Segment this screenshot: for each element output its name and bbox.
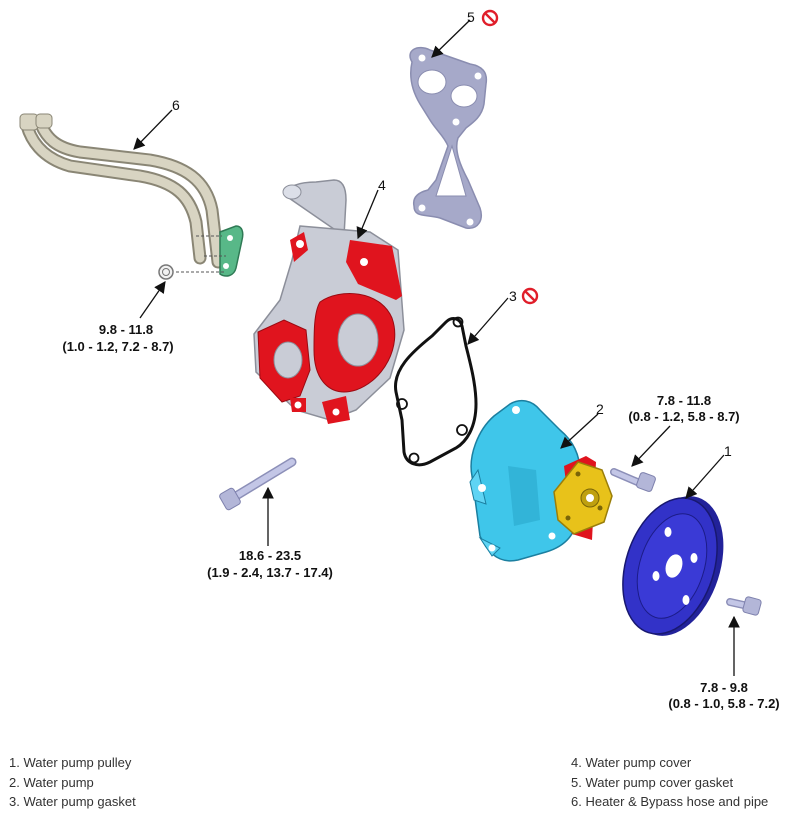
torque-cover-bolt-line1: 18.6 - 23.5 <box>239 548 301 563</box>
pulley-bolt <box>726 596 762 616</box>
pump-bolt <box>610 468 656 492</box>
exploded-diagram: 5 6 9.8 - 11.8 (1.0 - 1.2, 7.2 - 8.7) <box>19 9 780 711</box>
legend-item: 5. Water pump cover gasket <box>571 774 734 790</box>
callout-2: 2 <box>596 401 604 417</box>
leader-line-3 <box>467 297 509 345</box>
torque-pulley-bolt-line1: 7.8 - 9.8 <box>700 680 748 695</box>
leader-line-1 <box>685 454 725 499</box>
legend-item: 3. Water pump gasket <box>9 794 136 809</box>
torque-pipe-nut-line2: (1.0 - 1.2, 7.2 - 8.7) <box>62 339 173 354</box>
legend-item: 6. Heater & Bypass hose and pipe <box>571 794 769 809</box>
legend-right: 4. Water pump cover 5. Water pump cover … <box>571 753 768 812</box>
legend-left: 1. Water pump pulley 2. Water pump 3. Wa… <box>9 753 136 812</box>
leader-line-pipe-nut <box>139 281 166 319</box>
callout-1: 1 <box>724 443 732 459</box>
no-reuse-icon <box>521 287 539 305</box>
torque-pump-bolt-line1: 7.8 - 11.8 <box>657 393 711 408</box>
callout-4: 4 <box>378 177 386 193</box>
water-pump <box>469 399 613 562</box>
callout-5: 5 <box>467 9 475 25</box>
leader-line-2 <box>560 413 599 449</box>
callout-3: 3 <box>509 288 517 304</box>
heater-bypass-pipe <box>19 113 244 280</box>
legend-item: 4. Water pump cover <box>571 755 692 770</box>
water-pump-cover <box>253 179 405 424</box>
leader-line-6 <box>133 109 173 150</box>
torque-cover-bolt-line2: (1.9 - 2.4, 13.7 - 17.4) <box>207 565 333 580</box>
legend-item: 2. Water pump <box>9 774 94 790</box>
leader-line-5 <box>431 19 471 58</box>
cover-bolt <box>219 457 297 511</box>
water-pump-gasket <box>394 316 478 467</box>
leader-line-4 <box>356 189 379 240</box>
torque-pipe-nut-line1: 9.8 - 11.8 <box>99 322 153 337</box>
torque-pulley-bolt-line2: (0.8 - 1.0, 5.8 - 7.2) <box>668 696 779 711</box>
callout-6: 6 <box>172 97 180 113</box>
leader-line-pump-bolt <box>631 425 671 467</box>
legend-item: 1. Water pump pulley <box>9 755 132 770</box>
water-pump-cover-gasket <box>409 46 488 229</box>
no-reuse-icon <box>481 9 499 27</box>
torque-pump-bolt-line2: (0.8 - 1.2, 5.8 - 8.7) <box>628 409 739 424</box>
water-pump-pulley <box>622 496 724 636</box>
